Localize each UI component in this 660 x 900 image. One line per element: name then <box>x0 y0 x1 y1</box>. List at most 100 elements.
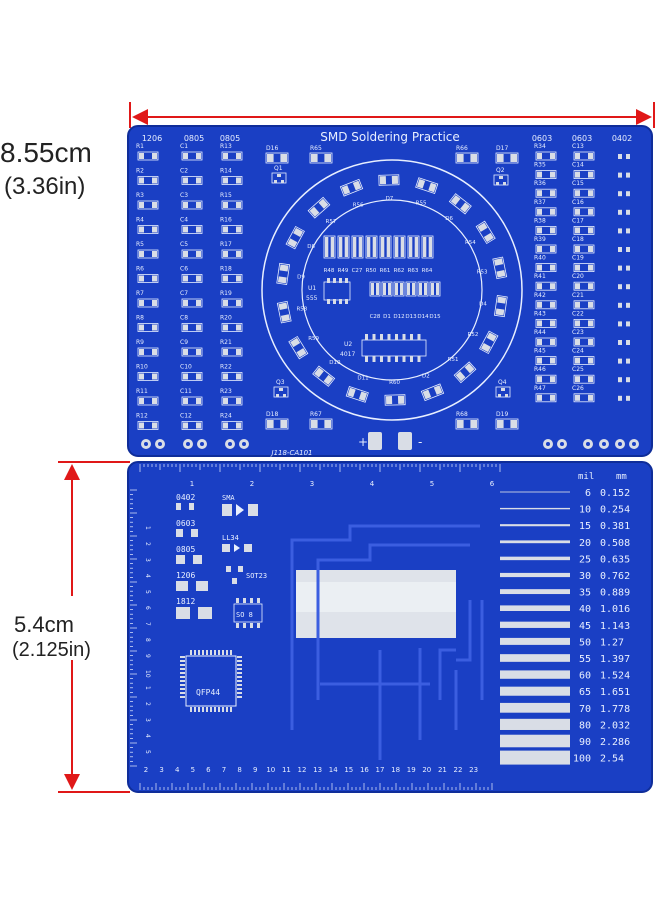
solder-pad <box>400 237 404 257</box>
gauge-mm-value: 0.254 <box>600 505 630 516</box>
qfp44-label: QFP44 <box>196 688 220 697</box>
footprint-outline <box>265 152 289 164</box>
solder-pad <box>550 153 555 159</box>
solder-pad <box>232 578 237 584</box>
solder-pad <box>501 388 505 391</box>
qfp-pin <box>198 707 200 712</box>
qfp-pin <box>180 688 185 690</box>
solder-pad <box>152 300 157 306</box>
footprint-outline <box>493 294 508 318</box>
diode-symbol <box>234 544 240 552</box>
solder-pad <box>353 237 357 257</box>
qfp-pin <box>194 650 196 655</box>
ic-pin <box>372 356 376 362</box>
solder-pad <box>236 324 241 331</box>
footprint-outline <box>535 151 557 161</box>
gauge-mm-value: 0.152 <box>600 488 630 499</box>
solder-pad <box>497 154 504 162</box>
solder-pad <box>344 237 348 257</box>
ring-component <box>276 262 291 286</box>
solder-pad <box>575 394 580 401</box>
ring-component <box>339 178 364 197</box>
solder-pad <box>464 363 475 374</box>
footprint-outline <box>535 318 557 328</box>
solder-pad <box>588 394 593 401</box>
solder-pad <box>358 237 362 257</box>
qfp-pin <box>237 684 242 686</box>
footprint-outline <box>421 235 434 259</box>
solder-pad <box>379 176 387 185</box>
board-serial: J118-CA101 <box>270 449 313 457</box>
ic-pin <box>257 598 260 603</box>
solder-pad <box>537 301 542 308</box>
gauge-trace <box>500 734 570 748</box>
ring-label: R56 <box>353 202 364 208</box>
footprint-outline <box>276 300 292 324</box>
footprint-outline <box>181 200 203 210</box>
footprint-outline <box>221 421 243 430</box>
component-label: R39 <box>534 236 546 243</box>
drill <box>242 442 246 446</box>
solder-pad <box>183 373 188 380</box>
solder-pad <box>588 208 593 215</box>
column-label: 0603 <box>572 134 592 143</box>
package-label: 1206 <box>176 571 195 580</box>
solder-pad <box>550 227 555 234</box>
solder-pad <box>279 264 289 272</box>
ic-pin <box>236 598 239 603</box>
gauge-mil-value: 40 <box>579 604 591 615</box>
component-label: R2 <box>136 168 144 175</box>
solder-pad <box>575 339 580 345</box>
component-label: R64 <box>422 268 433 274</box>
solder-pad <box>176 581 188 591</box>
ic-label: U1 <box>308 285 316 292</box>
ring-label: R58 <box>296 306 307 312</box>
footprint-outline <box>455 418 479 430</box>
qfp-pin <box>237 680 242 682</box>
component-label: C10 <box>180 364 192 371</box>
solder-pad <box>537 320 542 327</box>
solder-pad <box>618 395 622 401</box>
component-label: C5 <box>180 241 188 248</box>
solder-pad <box>470 420 477 428</box>
solder-pad <box>183 275 188 282</box>
ruler-left-number: 10 <box>144 670 151 678</box>
gauge-trace <box>500 670 570 679</box>
solder-pad <box>287 238 298 248</box>
solder-pad <box>176 555 185 564</box>
solder-pad <box>183 300 188 306</box>
solder-pad <box>385 396 393 405</box>
gauge-mil-value: 35 <box>579 588 591 599</box>
solder-pad <box>460 202 470 213</box>
qfp-pin <box>237 688 242 690</box>
solder-pad <box>626 265 630 271</box>
footprint-outline <box>535 170 557 180</box>
ruler-left-number: 7 <box>144 622 151 626</box>
ic-pin <box>417 334 421 340</box>
solder-pad <box>367 237 371 257</box>
gauge-mil-value: 15 <box>579 521 591 532</box>
component-label: R11 <box>136 388 148 395</box>
solder-pad <box>236 422 241 429</box>
solder-pad <box>618 302 622 308</box>
column-label: 0805 <box>184 134 204 143</box>
solder-pad <box>575 190 580 197</box>
footprint-outline <box>323 235 336 259</box>
ruler-bottom-number: 16 <box>360 766 369 774</box>
component-label: R61 <box>380 268 391 274</box>
solder-pad <box>550 208 555 215</box>
package-label: 0805 <box>176 545 195 554</box>
footprint-outline <box>573 244 595 254</box>
solder-pad <box>428 237 432 257</box>
footprint-outline <box>181 298 203 308</box>
component-label: D13 <box>405 314 417 320</box>
component-label: C2 <box>180 168 188 175</box>
ruler-left-number: 6 <box>144 606 151 610</box>
solder-pad <box>352 180 362 191</box>
drill <box>586 442 590 446</box>
solder-pad <box>575 208 580 215</box>
component-label: R48 <box>324 268 335 274</box>
footprint-outline <box>535 374 557 384</box>
solder-pad <box>280 314 290 322</box>
